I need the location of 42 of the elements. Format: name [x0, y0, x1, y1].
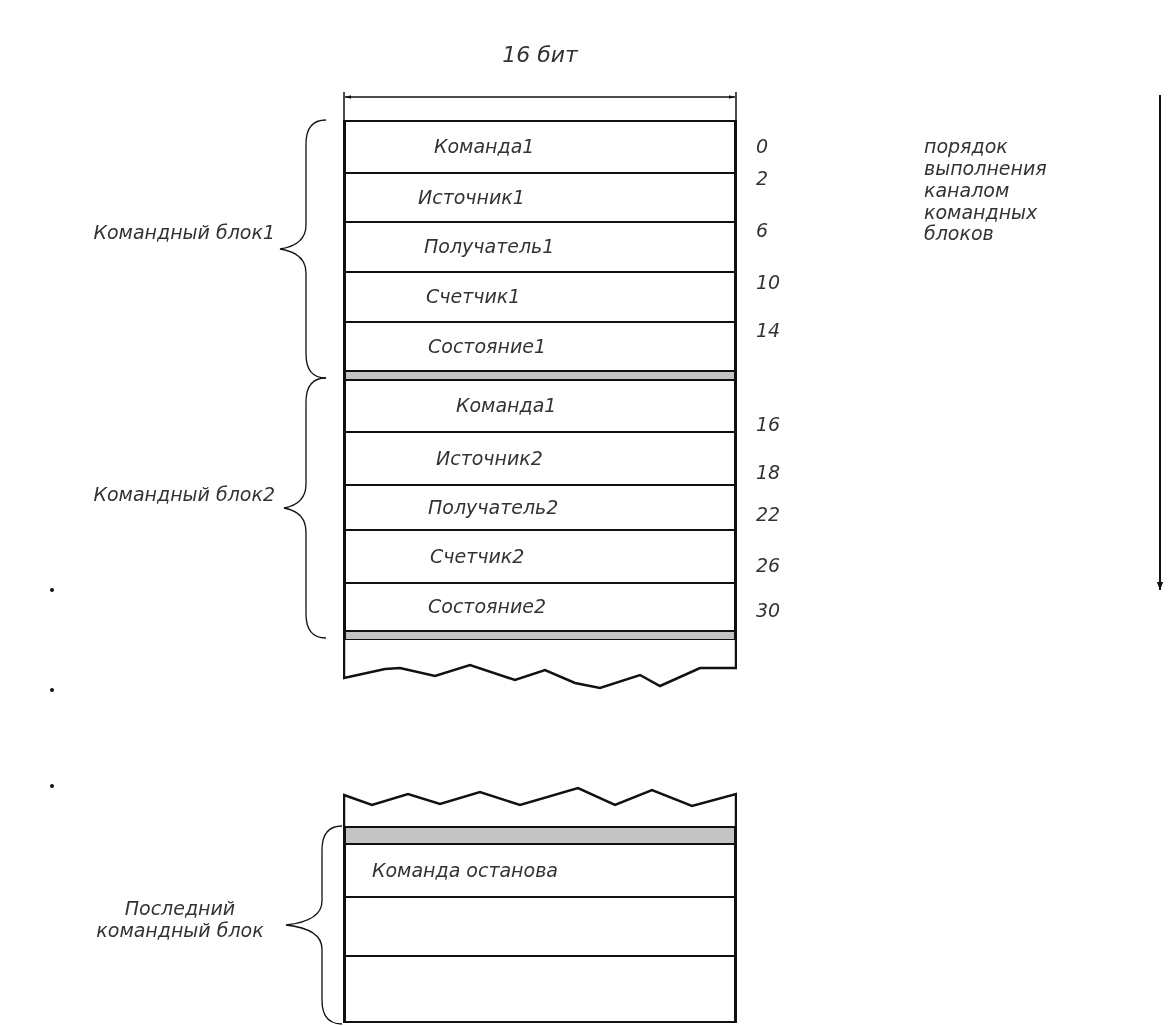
row-label: Получатель2 — [428, 496, 559, 519]
row-label: Получатель1 — [424, 236, 555, 258]
row-label: Команда останова — [372, 859, 558, 882]
memory-row — [343, 484, 737, 531]
address-number: 10 — [756, 272, 782, 294]
torn-edge — [343, 640, 737, 690]
address-number: 30 — [756, 600, 782, 622]
memory-row — [343, 582, 737, 632]
address-number: 26 — [756, 555, 782, 577]
address-number: 0 — [756, 136, 770, 158]
memory-row — [343, 431, 737, 486]
memory-row — [343, 379, 737, 433]
row-label: Команда1 — [456, 395, 557, 417]
memory-row — [343, 896, 737, 957]
address-number: 2 — [756, 168, 770, 190]
memory-row — [343, 321, 737, 372]
row-label: Счетчик2 — [430, 545, 525, 568]
brace-label: Командный блок2 — [92, 484, 275, 506]
brace-label: Последний командный блок — [95, 898, 265, 942]
row-label: Счетчик1 — [426, 286, 521, 308]
address-number: 14 — [756, 320, 782, 342]
memory-row — [343, 955, 737, 1023]
address-number: 18 — [756, 462, 782, 484]
brace-label: Командный блок1 — [92, 222, 275, 244]
address-number: 6 — [756, 220, 770, 242]
memory-row — [343, 529, 737, 584]
separator-bar — [343, 630, 737, 641]
row-label: Состояние2 — [428, 596, 546, 618]
memory-row — [343, 271, 737, 323]
address-number: 16 — [756, 414, 782, 436]
dimension-label: 16 бит — [501, 42, 580, 68]
address-number: 22 — [756, 504, 782, 526]
row-label: Источник1 — [418, 186, 525, 209]
note-text: порядок выполнения каналом командных блоков — [924, 136, 1048, 246]
row-label: Состояние1 — [428, 335, 546, 358]
torn-edge — [343, 786, 737, 828]
memory-row — [343, 221, 737, 273]
memory-row — [343, 120, 737, 174]
row-label: Команда1 — [434, 136, 535, 158]
memory-row — [343, 843, 737, 898]
memory-row — [343, 172, 737, 223]
row-label: Источник2 — [436, 447, 543, 470]
